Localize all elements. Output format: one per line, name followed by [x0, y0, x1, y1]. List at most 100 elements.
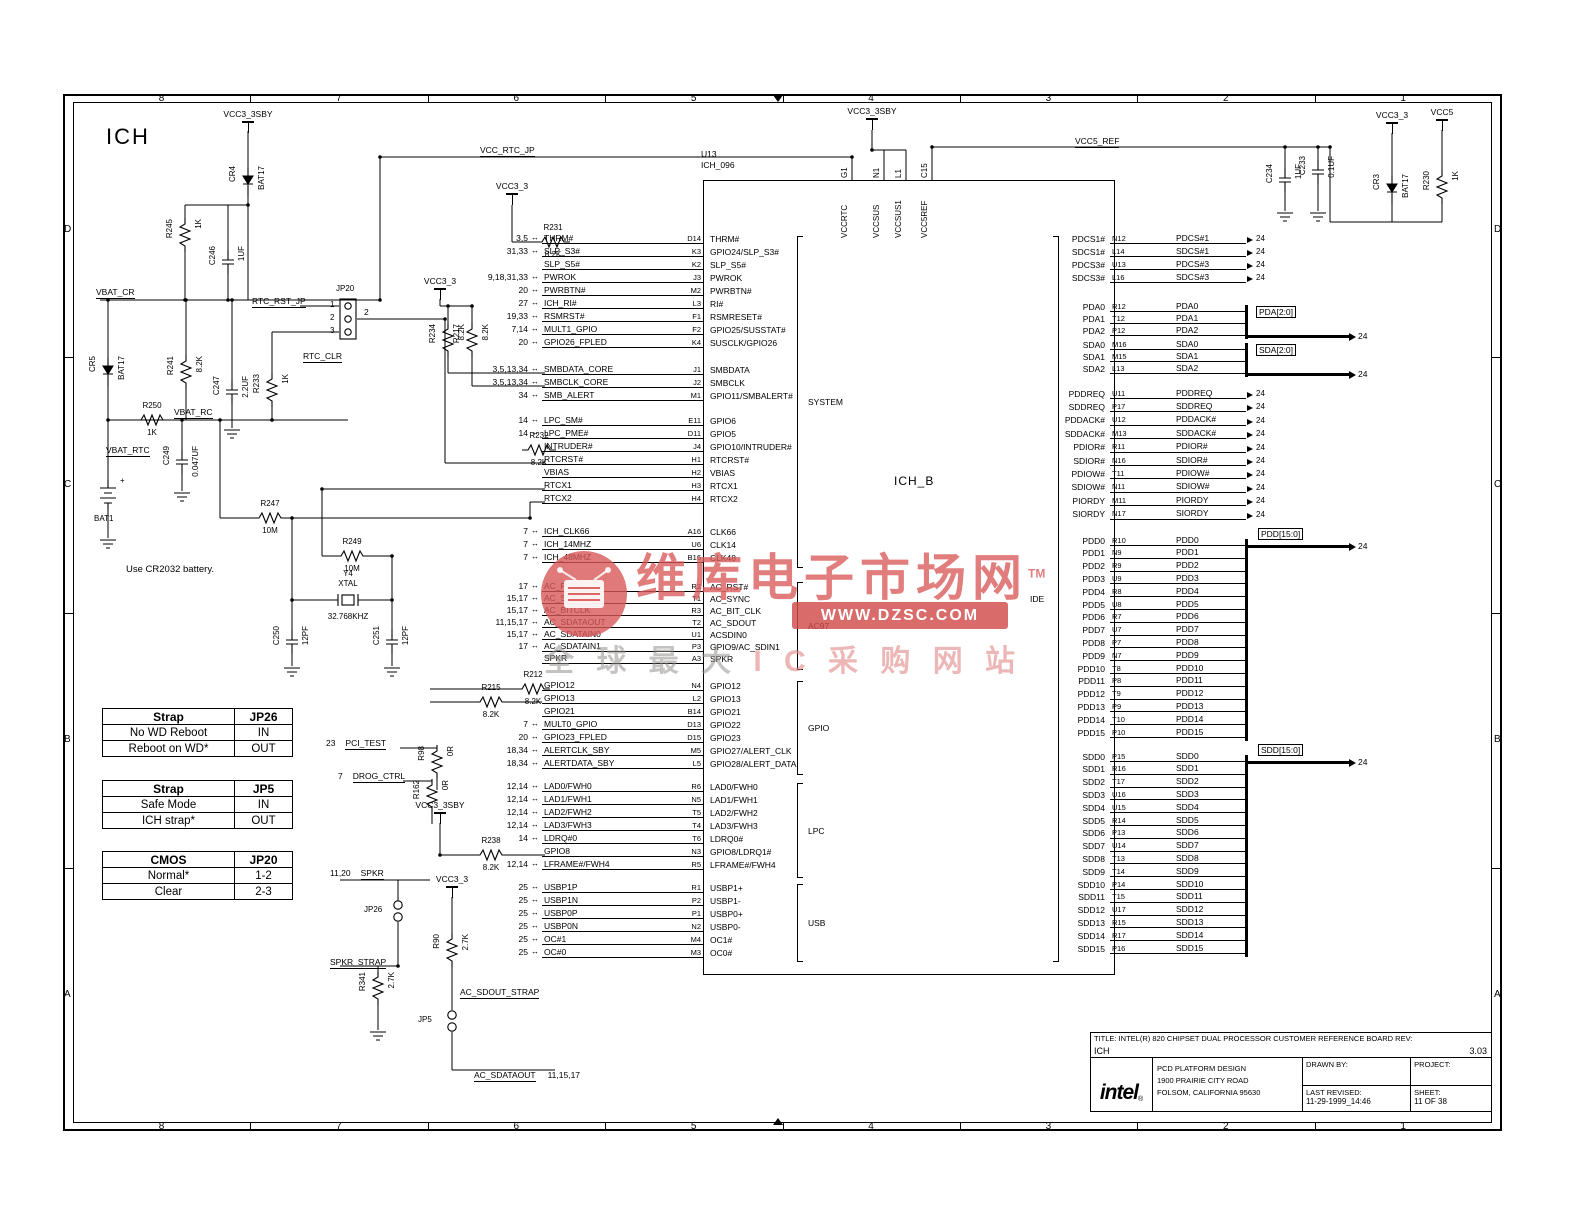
- power-flag-stub: [872, 118, 873, 130]
- bus-arrow-icon: [1349, 333, 1356, 341]
- pin-wire: RTCRST#H1: [542, 454, 703, 465]
- refdes-label: R230: [1422, 171, 1431, 191]
- net-label: GPIO23_FPLED: [544, 731, 607, 742]
- ground-symbol: [1277, 212, 1293, 222]
- pin-number: N3: [691, 846, 701, 856]
- net-label: LAD3/FWH3: [544, 819, 592, 830]
- ic-pin-name: SDIOR#: [1073, 455, 1105, 466]
- ic-pin-name: VBIAS: [710, 467, 736, 478]
- net-label: PDCS#3: [1176, 258, 1210, 269]
- wire-arrow-icon: [1247, 459, 1253, 465]
- pin-number: P3: [691, 641, 701, 651]
- ground-symbol: [1310, 212, 1326, 222]
- zone-tick: [1314, 1123, 1316, 1131]
- junction-dot: [390, 554, 394, 558]
- wire-arrow-icon: ↔: [531, 298, 539, 307]
- pin-number: U8: [1112, 599, 1122, 609]
- power-net-label: VCC3_3: [495, 181, 529, 191]
- sheet-refs: 25: [518, 934, 528, 944]
- ic-pin-name: RSMRESET#: [710, 311, 762, 322]
- net-label-text: RTC_RST_JP: [252, 296, 306, 308]
- ic-pin-name: RTCX1: [710, 480, 738, 491]
- junction-dot: [1328, 145, 1332, 149]
- ic-pin-name: SMBCLK: [710, 377, 745, 388]
- net-label: SIORDY: [1176, 508, 1209, 519]
- net-label-text: SPKR_STRAP: [330, 957, 387, 969]
- net-label: PDD8: [1176, 636, 1199, 647]
- junction-dot: [218, 418, 222, 422]
- ic-pin-name: AC_RST#: [710, 581, 749, 592]
- net-label: PWRBTN#: [544, 284, 586, 295]
- net-label: SDIOW#: [1176, 481, 1210, 492]
- zone-column-label: 6: [513, 1121, 519, 1132]
- net-label: SDDACK#: [1176, 427, 1217, 438]
- net-label: USBP0N: [544, 920, 579, 931]
- ic-pin-name: SDA2: [1082, 363, 1105, 374]
- pin-number: R12: [1112, 301, 1126, 311]
- strap-cell: 1-2: [234, 867, 293, 884]
- refdes-label: R215: [481, 683, 501, 692]
- net-label: SPKR_STRAP: [330, 957, 387, 969]
- ic-pin-name: LAD1/FWH1: [710, 794, 758, 805]
- refdes-label: JP5: [418, 1015, 432, 1024]
- ic-pin-name: PDD8: [1082, 637, 1105, 648]
- sheet-refs: 7: [523, 526, 528, 536]
- ic-part-number: ICH_096: [701, 160, 735, 170]
- net-label: RTCX2: [544, 492, 572, 503]
- net-label: PDD13: [1176, 700, 1204, 711]
- ic-pin-name: PDD7: [1082, 625, 1105, 636]
- pin-number: P1: [691, 908, 701, 918]
- pin-number: N17: [1112, 509, 1126, 519]
- ic-pin-name: GPIO12: [710, 680, 741, 691]
- component-R90: [444, 933, 460, 967]
- value-label: 2.7K: [387, 972, 396, 989]
- net-label: THRM#: [544, 232, 574, 243]
- ic-pin-name: VCCRTC: [840, 204, 849, 238]
- zone-tick: [1492, 357, 1502, 359]
- net-label: PIORDY: [1176, 494, 1209, 505]
- sheet-ref: 24: [1256, 234, 1265, 243]
- net-label-text: AC_SDOUT_STRAP: [460, 987, 540, 999]
- ic-pin-name: RTCX2: [710, 493, 738, 504]
- ground-symbol: [174, 492, 190, 502]
- ic-pin-name: PDIOW#: [1071, 468, 1105, 479]
- wire-arrow-icon: ↔: [531, 272, 539, 281]
- net-label: PDD10: [1176, 662, 1204, 673]
- pin-number: F1: [692, 311, 701, 321]
- wire-arrow-icon: ↔: [531, 934, 539, 943]
- junction-dot: [438, 853, 442, 857]
- component-R231: [536, 234, 570, 250]
- junction-dot: [1283, 145, 1287, 149]
- net-label: SDD5: [1176, 814, 1199, 825]
- pin-number: D15: [687, 732, 701, 742]
- ground-symbol: [100, 539, 116, 549]
- zone-tick: [250, 94, 252, 102]
- net-label: PDD3: [1176, 572, 1199, 583]
- net-label: SDD1: [1176, 763, 1199, 774]
- net-label: GPIO26_FPLED: [544, 336, 607, 347]
- ic-pin-name: SDD1: [1082, 764, 1105, 775]
- zone-column-label: 2: [1222, 93, 1229, 104]
- ic-pin-name: RI#: [710, 298, 724, 309]
- bus-line: [1245, 343, 1248, 377]
